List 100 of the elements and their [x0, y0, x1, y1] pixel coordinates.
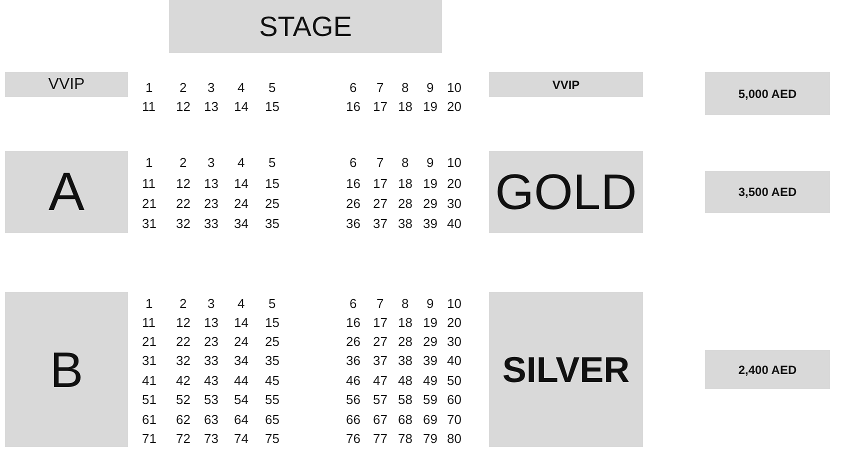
seat-number: 43: [204, 372, 218, 388]
seat-number: 52: [176, 392, 190, 406]
seat-number: 32: [176, 352, 190, 368]
seat-number: 80: [447, 430, 462, 446]
seat-number: 15: [265, 176, 280, 190]
seat-number: 76: [346, 430, 360, 446]
seat-number: 37: [373, 352, 388, 368]
seat-number: 5: [268, 296, 276, 310]
seat-number: 33: [204, 352, 218, 368]
seat-number: 10: [447, 80, 462, 94]
seat-number: 55: [265, 392, 280, 406]
seat-number: 17: [373, 98, 388, 114]
seat-number: 34: [234, 352, 248, 368]
seat-number: 1: [146, 296, 153, 310]
seat-number: 32: [176, 216, 190, 230]
seat-number: 8: [402, 296, 409, 310]
seat-number: 38: [398, 216, 412, 230]
seat-number: 49: [423, 372, 438, 388]
seat-number: 36: [346, 216, 360, 230]
seat-number: 75: [265, 430, 280, 446]
seat-number: 39: [423, 216, 438, 230]
seat-number: 73: [204, 430, 218, 446]
seat-number: 69: [423, 412, 438, 426]
seat-number: 74: [234, 430, 248, 446]
seat-number: 11: [142, 314, 156, 330]
seat-number: 18: [398, 98, 412, 114]
stage-banner: STAGE: [169, 0, 442, 53]
seat-number: 37: [373, 216, 388, 230]
seat-number: 25: [265, 196, 280, 210]
tier-panel: VVIP: [489, 72, 643, 97]
seat-number: 6: [350, 296, 357, 310]
seat-number: 70: [447, 412, 462, 426]
seat-number: 7: [376, 296, 384, 310]
seat-number: 31: [142, 352, 156, 368]
seat-number: 6: [350, 80, 357, 94]
seat-number: 35: [265, 352, 280, 368]
seat-number: 67: [373, 412, 388, 426]
seat-number: 1: [146, 154, 153, 170]
price-tag: 2,400 AED: [705, 350, 830, 389]
seat-number: 20: [447, 314, 462, 330]
seat-number: 12: [176, 176, 190, 190]
seat-number: 8: [402, 80, 409, 94]
seat-number: 68: [398, 412, 412, 426]
seat-number: 34: [234, 216, 248, 230]
seat-number: 7: [376, 80, 384, 94]
seat-number: 40: [447, 352, 462, 368]
seat-number: 25: [265, 334, 280, 348]
seat-number: 31: [142, 216, 156, 230]
seat-number: 48: [398, 372, 412, 388]
seat-number: 60: [447, 392, 462, 406]
seat-number: 9: [426, 296, 434, 310]
seat-number: 26: [346, 196, 360, 210]
seat-number: 15: [265, 314, 280, 330]
seat-number: 9: [426, 80, 434, 94]
seat-number: 36: [346, 352, 360, 368]
seat-number: 29: [423, 196, 438, 210]
seat-number: 2: [180, 154, 187, 170]
seat-number: 78: [398, 430, 412, 446]
seat-number: 54: [234, 392, 248, 406]
seat-number: 3: [208, 296, 215, 310]
seat-number: 12: [176, 314, 190, 330]
seat-number: 29: [423, 334, 438, 348]
seat-number: 2: [180, 296, 187, 310]
seat-number: 3: [208, 80, 215, 94]
tier-panel: SILVER: [489, 292, 643, 447]
seat-number: 4: [238, 296, 245, 310]
seat-number: 26: [346, 334, 360, 348]
seat-number: 13: [204, 98, 218, 114]
seat-number: 23: [204, 196, 218, 210]
seat-number: 41: [142, 372, 156, 388]
seat-number: 11: [142, 176, 156, 190]
seat-number: 56: [346, 392, 360, 406]
seat-number: 17: [373, 314, 388, 330]
seat-number: 46: [346, 372, 360, 388]
seat-number: 72: [176, 430, 190, 446]
seat-number: 42: [176, 372, 190, 388]
seat-number: 50: [447, 372, 462, 388]
seat-number: 71: [142, 430, 156, 446]
seat-number: 2: [180, 80, 187, 94]
seat-number: 27: [373, 334, 388, 348]
seat-number: 9: [426, 154, 434, 170]
seat-number: 53: [204, 392, 218, 406]
seat-number: 44: [234, 372, 248, 388]
seat-number: 66: [346, 412, 360, 426]
seat-number: 59: [423, 392, 438, 406]
seat-number: 35: [265, 216, 280, 230]
seat-number: 11: [142, 98, 156, 114]
seat-number: 10: [447, 154, 462, 170]
seat-number: 21: [142, 196, 156, 210]
seat-number: 61: [142, 412, 156, 426]
seat-number: 22: [176, 196, 190, 210]
seat-number: 17: [373, 176, 388, 190]
seat-number: 15: [265, 98, 280, 114]
seat-number: 45: [265, 372, 280, 388]
price-tag: 3,500 AED: [705, 171, 830, 213]
seat-number: 6: [350, 154, 357, 170]
seat-number: 18: [398, 176, 412, 190]
seat-number: 16: [346, 176, 360, 190]
seat-number: 22: [176, 334, 190, 348]
seat-number: 38: [398, 352, 412, 368]
